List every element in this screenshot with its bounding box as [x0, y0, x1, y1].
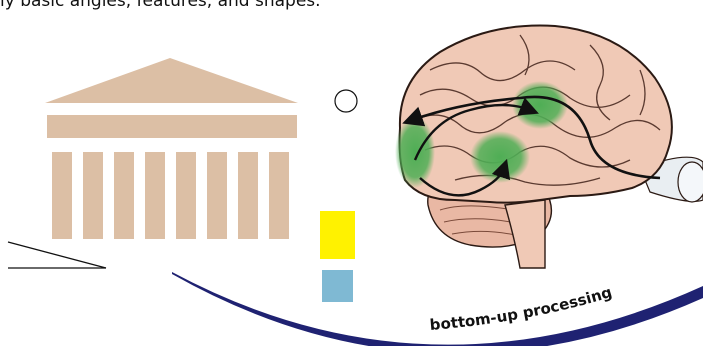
blue-square — [322, 270, 353, 302]
brain-illustration — [395, 24, 703, 269]
temple-entablature — [47, 115, 297, 138]
temple-column — [207, 152, 227, 239]
caption-text: ly basic angles, features, and shapes. — [0, 0, 321, 11]
activity-region-temporal — [470, 131, 530, 183]
activity-region-parietal — [512, 81, 568, 129]
bottom-up-arc — [172, 272, 703, 346]
temple-column — [238, 152, 258, 239]
yellow-square — [320, 211, 355, 259]
brain-stem — [504, 199, 546, 269]
activity-region-occipital — [395, 116, 435, 188]
ventral-pathway-arrow — [419, 158, 511, 197]
angle-shape — [7, 241, 107, 269]
temple-column — [83, 152, 103, 239]
arc-label: bottom-up processing — [429, 283, 614, 334]
arc-label-text: bottom-up processing — [429, 283, 614, 334]
temple-column — [52, 152, 72, 239]
temple-column — [114, 152, 134, 239]
dorsal-pathway-arrow — [402, 95, 661, 180]
temple-roof — [45, 58, 298, 103]
cross-pathway-arrow — [413, 97, 539, 161]
circle-shape — [334, 89, 358, 113]
temple-column — [145, 152, 165, 239]
temple-column — [269, 152, 289, 239]
temple-column — [176, 152, 196, 239]
angle-line-upper — [7, 241, 107, 269]
temple-icon — [45, 58, 298, 239]
